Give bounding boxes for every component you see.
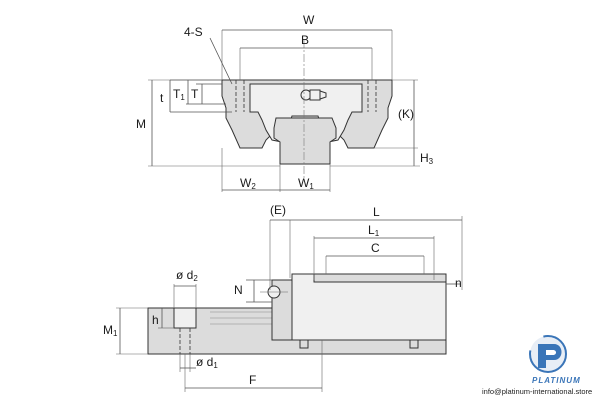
carriage-body-side: [291, 273, 447, 341]
label-b: B: [301, 33, 309, 47]
label-t: t: [160, 91, 164, 105]
rail: [273, 117, 337, 165]
label-d2: ø d2: [176, 268, 198, 283]
carriage-top-side: [313, 273, 447, 283]
rail-counterbore: [173, 307, 197, 329]
label-w: W: [303, 13, 315, 27]
label-f: F: [249, 373, 256, 387]
label-m1: M1: [103, 323, 118, 338]
label-c: C: [371, 241, 380, 255]
label-t1: T1: [173, 87, 185, 102]
label-h: h: [152, 313, 159, 327]
label-l: L: [373, 205, 380, 219]
label-w1: W1: [298, 176, 314, 191]
brand-website[interactable]: info@platinum-international.store: [482, 387, 593, 396]
label-m: M: [136, 117, 146, 131]
side-view: (E) L L1 C N n ø d2 h M1 ø d1 F: [103, 203, 463, 392]
grease-nipple: [300, 89, 327, 101]
platinum-logo-icon: [529, 335, 567, 373]
front-view: 4-S W B t T1 T M (K) H3 W2 W1: [136, 13, 434, 192]
label-s: 4-S: [184, 25, 203, 39]
label-d1: ø d1: [196, 355, 218, 370]
label-t-small: T: [191, 87, 199, 101]
label-h3: H3: [420, 151, 434, 166]
label-k: (K): [398, 107, 414, 121]
label-n-lower: n: [455, 276, 462, 290]
label-e: (E): [270, 203, 286, 217]
brand-name: PLATINUM: [532, 376, 581, 385]
label-l1: L1: [368, 223, 380, 238]
label-w2: W2: [240, 176, 256, 191]
label-n-upper: N: [234, 283, 243, 297]
